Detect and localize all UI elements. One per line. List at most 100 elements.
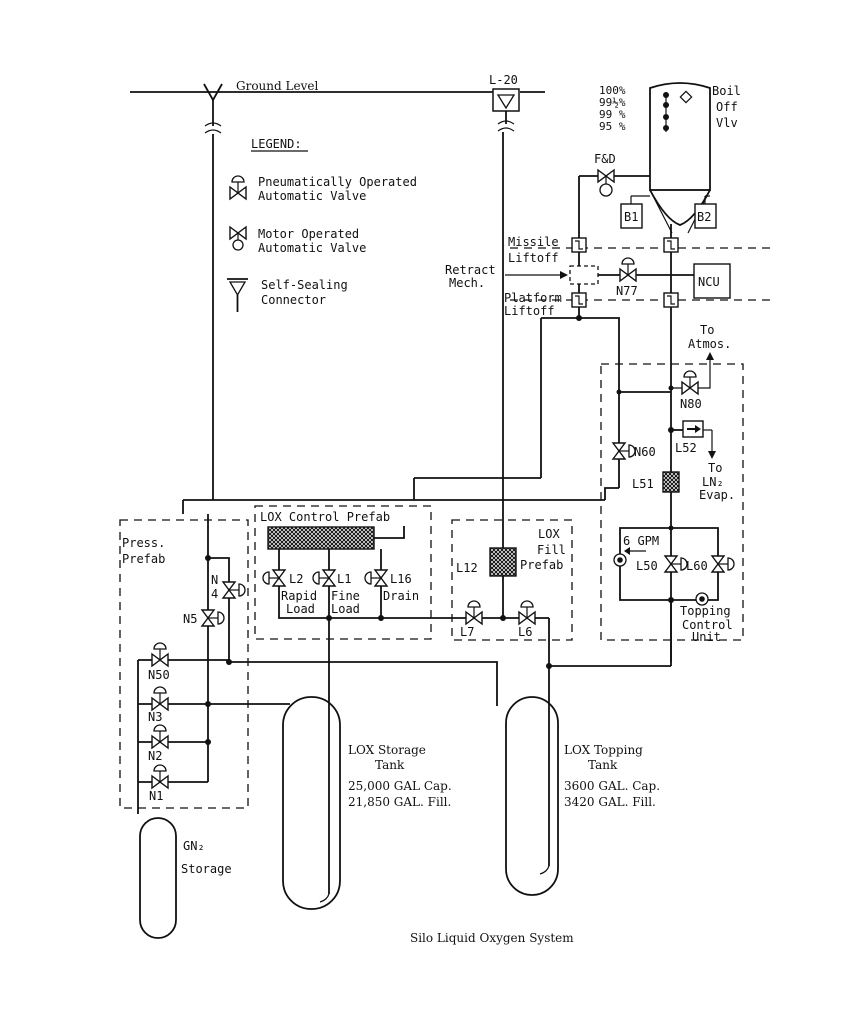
boiloff-valve-icon <box>679 90 693 104</box>
boiloff-label-2: Off <box>716 100 738 114</box>
topping-title-2: Control <box>682 618 733 632</box>
n60-valve <box>612 442 636 460</box>
n3-valve <box>151 686 169 711</box>
l7-valve <box>465 600 483 625</box>
l12-label: L12 <box>456 561 478 575</box>
l6-label: L6 <box>518 625 532 639</box>
l60-label: L60 <box>686 559 708 573</box>
ground-level-label: Ground Level <box>236 79 318 93</box>
l6-valve <box>518 600 536 625</box>
svg-text:NCU: NCU <box>698 275 720 289</box>
l1-label: L1 <box>337 572 351 586</box>
storage-tank-name-1: LOX Storage <box>348 743 426 757</box>
legend-pneumatic-line1: Pneumatically Operated <box>258 175 417 189</box>
6gpm-label: 6 GPM <box>623 534 659 548</box>
n4-valve <box>222 581 246 599</box>
motor-valve-legend-icon <box>229 226 247 251</box>
n1-label: N1 <box>149 789 163 803</box>
missile-liftoff-label-1: Missile <box>508 235 559 249</box>
l2-valve <box>262 569 286 587</box>
6gpm-orifice <box>613 547 646 567</box>
l51-filter <box>662 471 680 493</box>
topping-title-3: Unit <box>692 630 721 644</box>
topping-tank-name-1: LOX Topping <box>564 743 643 757</box>
missile-liftoff-label-2: Liftoff <box>508 251 559 265</box>
gn2-label-1: GN₂ <box>183 839 205 853</box>
l1-valve <box>312 569 336 587</box>
to-ln2-label-2: LN₂ <box>702 475 724 489</box>
platform-liftoff-label-2: Liftoff <box>504 304 555 318</box>
press-prefab-box <box>119 519 249 809</box>
l52-valve <box>682 420 704 438</box>
svg-text:B2: B2 <box>697 210 711 224</box>
topping-tank-cap: 3600 GAL. Cap. <box>564 779 660 793</box>
fine-load-label-2: Load <box>331 602 360 616</box>
n77-label: N77 <box>616 284 638 298</box>
press-prefab-title-1: Press. <box>122 536 165 550</box>
l51-label: L51 <box>632 477 654 491</box>
lox-control-prefab-box <box>254 505 432 640</box>
ncu-box: NCU <box>693 263 731 299</box>
lox-topping-tank <box>505 696 559 896</box>
to-ln2-label-3: Evap. <box>699 488 735 502</box>
l50-valve <box>664 555 688 573</box>
l2-label: L2 <box>289 572 303 586</box>
platform-liftoff-label-1: Platform <box>504 291 562 305</box>
boiloff-label-1: Boil <box>712 84 741 98</box>
ground-level: Ground Level <box>130 79 545 93</box>
legend-connector-line1: Self-Sealing <box>261 278 348 292</box>
level-99-label: 99 % <box>599 108 626 121</box>
n2-label: N2 <box>148 749 162 763</box>
to-atmos-label-2: Atmos. <box>688 337 731 351</box>
rapid-load-label-1: Rapid <box>281 589 317 603</box>
svg-text:B1: B1 <box>624 210 638 224</box>
n2-valve <box>151 724 169 749</box>
fd-label: F&D <box>594 152 616 166</box>
n60-label: N60 <box>634 445 656 459</box>
gn2-storage-tank <box>139 817 177 939</box>
legend-connector-line2: Connector <box>261 293 326 307</box>
boiloff-label-3: Vlv <box>716 116 738 130</box>
n5-label: N5 <box>183 612 197 626</box>
l20-label: L-20 <box>489 73 518 87</box>
press-prefab-title-2: Prefab <box>122 552 165 566</box>
legend-title: LEGEND: <box>251 137 302 151</box>
fine-load-label-1: Fine <box>331 589 360 603</box>
fd-valve <box>597 169 615 197</box>
lox-fill-prefab-box <box>451 519 573 641</box>
legend-motor-line2: Automatic Valve <box>258 241 366 255</box>
storage-tank-name-2: Tank <box>375 758 405 772</box>
topping-control-unit-box <box>600 363 744 641</box>
n50-valve <box>151 642 169 667</box>
l50-label: L50 <box>636 559 658 573</box>
n50-label: N50 <box>148 668 170 682</box>
platform-liftoff-coupling-left <box>571 292 587 308</box>
level-95-label: 95 % <box>599 120 626 133</box>
legend: LEGEND: Pneumatically Operated Automatic… <box>227 137 417 312</box>
l16-label: L16 <box>390 572 412 586</box>
missile-liftoff-coupling-right <box>663 237 679 253</box>
gn2-label-2: Storage <box>181 862 232 876</box>
lox-storage-tank <box>282 696 341 910</box>
topping-tank-name-2: Tank <box>588 758 618 772</box>
n4-label-1: N <box>211 573 218 587</box>
drain-label: Drain <box>383 589 419 603</box>
rapid-load-label-2: Load <box>286 602 315 616</box>
topping-tank-fill: 3420 GAL. Fill. <box>564 795 656 809</box>
diagram-caption: Silo Liquid Oxygen System <box>410 931 574 945</box>
pneumatic-valve-legend-icon <box>229 175 247 200</box>
n77-valve <box>619 257 637 282</box>
lox-fill-title-2: Fill <box>537 543 566 557</box>
retract-mechanism <box>505 265 599 285</box>
level-99-5-label: 99½% <box>599 96 626 109</box>
to-ln2-label-1: To <box>708 461 722 475</box>
to-atmos-label-1: To <box>700 323 714 337</box>
n80-valve <box>681 370 699 395</box>
b2-box: B2 <box>694 195 717 229</box>
self-sealing-connector-legend-icon <box>227 278 248 312</box>
l52-label: L52 <box>675 441 697 455</box>
lox-control-filter <box>267 526 375 550</box>
retract-label-1: Retract <box>445 263 496 277</box>
gn2-riser-pipe <box>203 83 223 500</box>
